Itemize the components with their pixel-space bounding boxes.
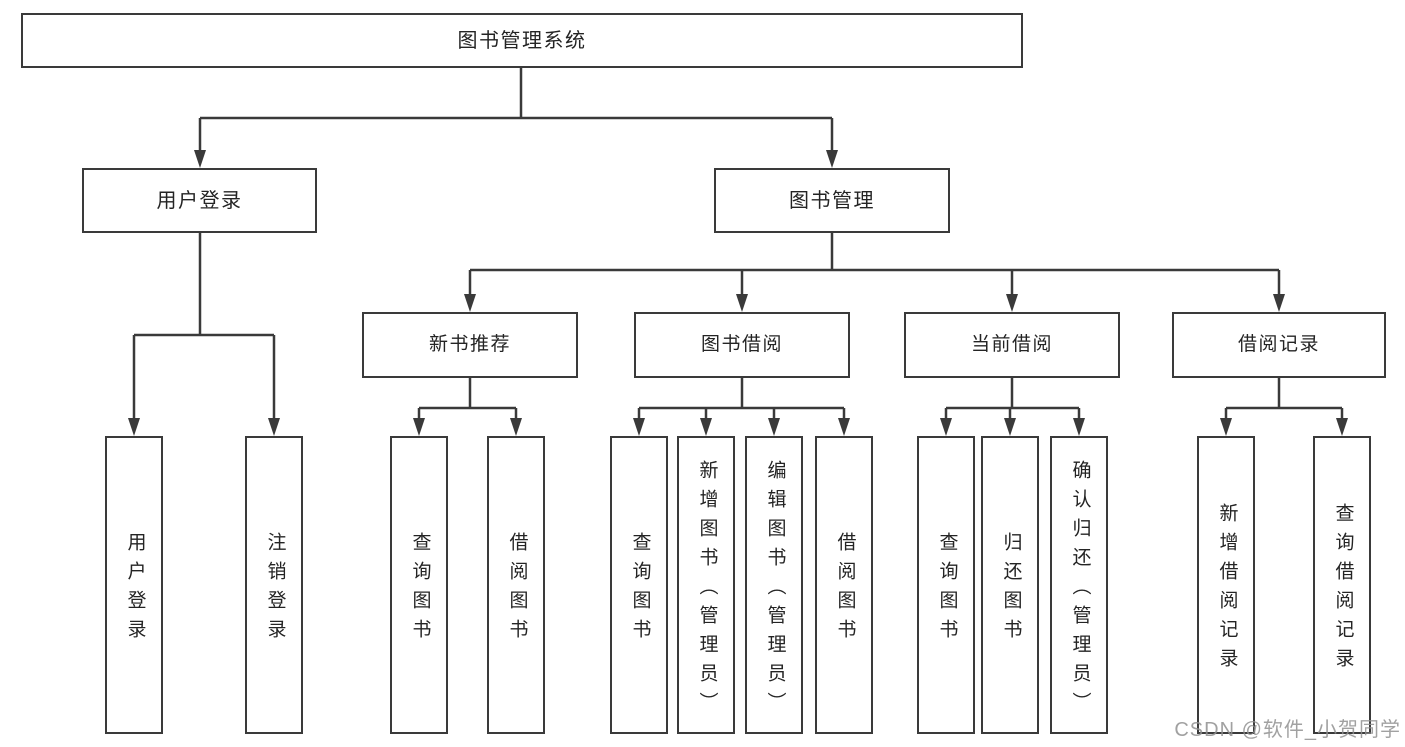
node-label: 编辑图书（管理员）: [764, 459, 786, 721]
arrow-down-icon: [194, 150, 206, 168]
root-connector: [194, 68, 838, 168]
borrow-record-connector: [1220, 378, 1348, 436]
node-current-borrow: 当前借阅: [904, 312, 1120, 378]
leaf-confirm-return-admin: 确认归还（管理员）: [1050, 436, 1108, 734]
node-borrow-record: 借阅记录: [1172, 312, 1386, 378]
arrow-down-icon: [268, 418, 280, 436]
node-label: 用户登录: [124, 532, 146, 648]
node-label: 当前借阅: [970, 333, 1053, 355]
leaf-query-borrow-record: 查询借阅记录: [1313, 436, 1371, 734]
arrow-down-icon: [736, 294, 748, 312]
book-management-branch-connector: [464, 233, 1285, 312]
arrow-down-icon: [1273, 294, 1285, 312]
arrow-down-icon: [128, 418, 140, 436]
arrow-down-icon: [413, 418, 425, 436]
arrow-down-icon: [768, 418, 780, 436]
node-label: 借阅图书: [506, 532, 528, 648]
new-book-recommend-connector: [413, 378, 522, 436]
leaf-add-book-admin: 新增图书（管理员）: [677, 436, 735, 734]
node-user-login: 用户登录: [82, 168, 317, 233]
current-borrow-connector: [940, 378, 1085, 436]
leaf-return-books: 归还图书: [981, 436, 1039, 734]
csdn-watermark: CSDN @软件_小贺同学: [1174, 719, 1401, 741]
arrow-down-icon: [1220, 418, 1232, 436]
leaf-add-borrow-record: 新增借阅记录: [1197, 436, 1255, 734]
node-book-management: 图书管理: [714, 168, 950, 233]
node-label: 新增图书（管理员）: [696, 459, 718, 721]
arrow-down-icon: [464, 294, 476, 312]
node-library-management-system: 图书管理系统: [21, 13, 1023, 68]
node-label: 借阅图书: [834, 532, 856, 648]
arrow-down-icon: [1006, 294, 1018, 312]
node-label: 查询图书: [629, 532, 651, 648]
arrow-down-icon: [510, 418, 522, 436]
arrow-down-icon: [633, 418, 645, 436]
leaf-borrow-books-recommend: 借阅图书: [487, 436, 545, 734]
node-label: 图书借阅: [700, 333, 783, 355]
arrow-down-icon: [826, 150, 838, 168]
node-label: 查询图书: [409, 532, 431, 648]
arrow-down-icon: [1336, 418, 1348, 436]
node-label: 确认归还（管理员）: [1069, 459, 1091, 721]
node-label: 归还图书: [1000, 532, 1022, 648]
arrow-down-icon: [1073, 418, 1085, 436]
arrow-down-icon: [1004, 418, 1016, 436]
node-label: 查询图书: [936, 532, 958, 648]
node-label: 图书管理: [789, 189, 875, 212]
leaf-logout: 注销登录: [245, 436, 303, 734]
leaf-query-books-current: 查询图书: [917, 436, 975, 734]
arrow-down-icon: [700, 418, 712, 436]
node-label: 新增借阅记录: [1216, 503, 1238, 677]
node-label: 注销登录: [264, 532, 286, 648]
leaf-query-books-recommend: 查询图书: [390, 436, 448, 734]
arrow-down-icon: [940, 418, 952, 436]
leaf-query-books-borrow: 查询图书: [610, 436, 668, 734]
book-borrow-connector: [633, 378, 850, 436]
node-label: 查询借阅记录: [1332, 503, 1354, 677]
arrow-down-icon: [838, 418, 850, 436]
node-book-borrow: 图书借阅: [634, 312, 850, 378]
leaf-edit-book-admin: 编辑图书（管理员）: [745, 436, 803, 734]
node-label: 图书管理系统: [457, 29, 587, 52]
user-login-branch-connector: [128, 233, 280, 436]
node-label: 用户登录: [156, 189, 243, 212]
leaf-borrow-books: 借阅图书: [815, 436, 873, 734]
node-label: 新书推荐: [428, 333, 511, 355]
node-new-book-recommend: 新书推荐: [362, 312, 578, 378]
leaf-user-login: 用户登录: [105, 436, 163, 734]
node-label: 借阅记录: [1237, 333, 1320, 355]
